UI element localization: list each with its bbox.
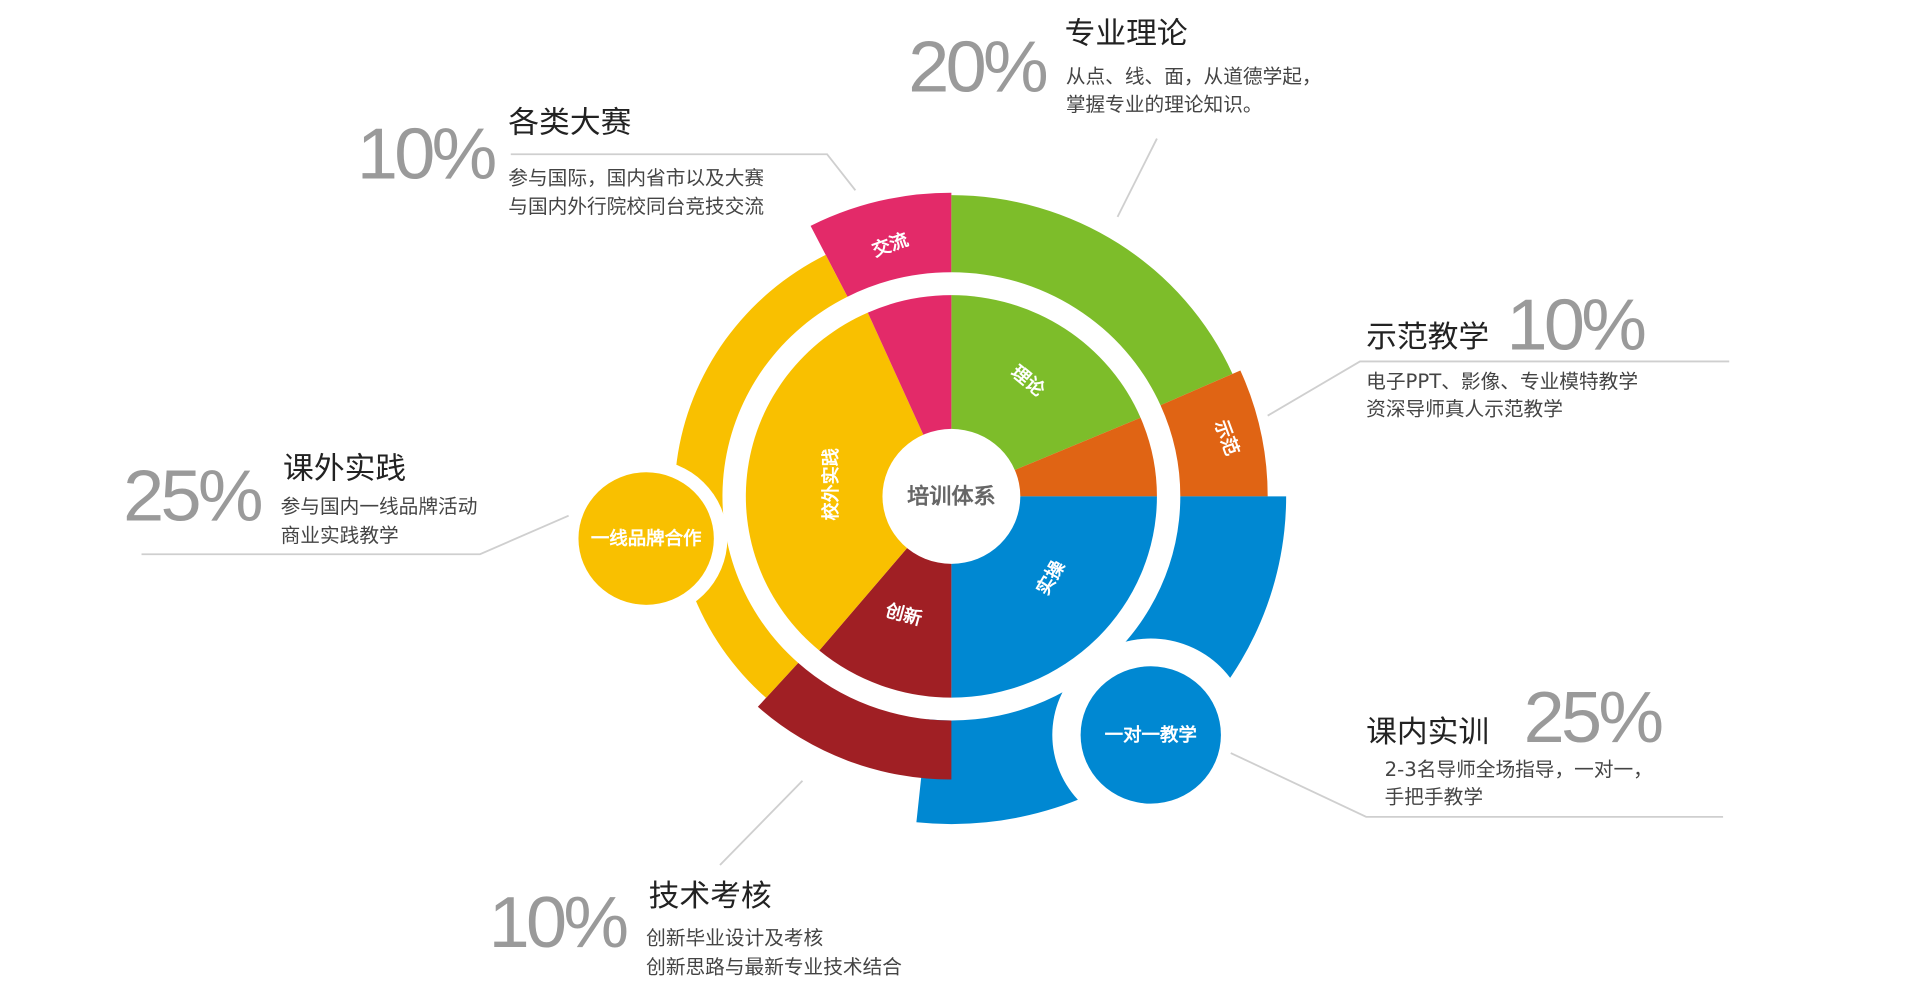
inner-slice-external-practice: [745, 312, 952, 651]
callout-line: 商业实践教学: [281, 524, 399, 547]
callout-line: 参与国际，国内省市以及大赛: [508, 167, 764, 190]
brand-bubble: [578, 472, 714, 605]
outer-segment-external-practice: [674, 254, 848, 698]
outer-segment-assessment: [757, 662, 952, 780]
inner-slice-practice: [951, 496, 1157, 698]
callout-training: 课内实训 25% 2-3名导师全场指导，一对一， 手把手教学: [1366, 678, 1666, 809]
callout-demo: 示范教学 10% 电子PPT、影像、专业模特教学 资深导师真人示范教学: [1366, 285, 1648, 421]
callout-line: 2-3名导师全场指导，一对一，: [1385, 758, 1653, 781]
leader-line-training: [1230, 752, 1724, 818]
center-circle: [882, 428, 1021, 564]
leader-line-theory: [1116, 138, 1158, 218]
callout-percent: 10%: [489, 883, 627, 963]
callout-title: 各类大赛: [508, 106, 631, 141]
one-on-one-bubble: [1080, 666, 1221, 804]
callout-percent: 20%: [908, 27, 1046, 107]
callout-percent: 10%: [1506, 285, 1644, 365]
leader-line-assessment: [719, 780, 804, 866]
callout-percent: 10%: [357, 114, 495, 194]
callout-percent: 25%: [123, 456, 261, 536]
callout-practice: 25% 课外实践 参与国内一线品牌活动 商业实践教学: [123, 452, 477, 548]
one-on-one-bubble-label: 一对一教学: [1105, 724, 1197, 746]
callout-title: 技术考核: [649, 879, 772, 914]
outer-segment-demo: [1160, 370, 1268, 497]
callout-line: 从点、线、面，从道德学起，: [1066, 65, 1322, 88]
callout-line: 创新毕业设计及考核: [646, 927, 823, 950]
callout-assessment: 10% 技术考核 创新毕业设计及考核 创新思路与最新专业技术结合: [489, 879, 902, 978]
center-label: 培训体系: [907, 484, 996, 510]
callout-line: 掌握专业的理论知识。: [1066, 93, 1263, 116]
callout-line: 电子PPT、影像、专业模特教学: [1366, 370, 1638, 393]
leader-line-competition: [510, 153, 857, 191]
callout-line: 创新思路与最新专业技术结合: [646, 956, 902, 979]
callout-title: 专业理论: [1065, 17, 1188, 52]
callout-title: 示范教学: [1366, 320, 1489, 355]
callout-competition: 10% 各类大赛 参与国际，国内省市以及大赛 与国内外行院校同台竞技交流: [357, 106, 764, 218]
callout-line: 与国内外行院校同台竞技交流: [508, 195, 764, 218]
inner-label-external-practice: 校外实践: [820, 448, 842, 520]
callout-line: 手把手教学: [1385, 786, 1483, 809]
callout-title: 课内实训: [1366, 715, 1489, 750]
callout-line: 参与国内一线品牌活动: [281, 495, 478, 518]
leader-line-demo: [1267, 360, 1730, 417]
brand-bubble-label: 一线品牌合作: [591, 528, 702, 550]
inner-slice-theory: [951, 295, 1141, 497]
leader-line-practice: [141, 514, 569, 556]
outer-segment-practice: [916, 496, 1287, 825]
callout-line: 资深导师真人示范教学: [1366, 398, 1563, 421]
outer-segment-theory: [951, 195, 1233, 406]
callout-theory: 20% 专业理论 从点、线、面，从道德学起， 掌握专业的理论知识。: [908, 17, 1321, 116]
callout-title: 课外实践: [283, 452, 406, 487]
callout-percent: 25%: [1524, 678, 1662, 758]
outer-ring: [674, 192, 1287, 825]
outer-segment-exchange: [810, 192, 952, 297]
